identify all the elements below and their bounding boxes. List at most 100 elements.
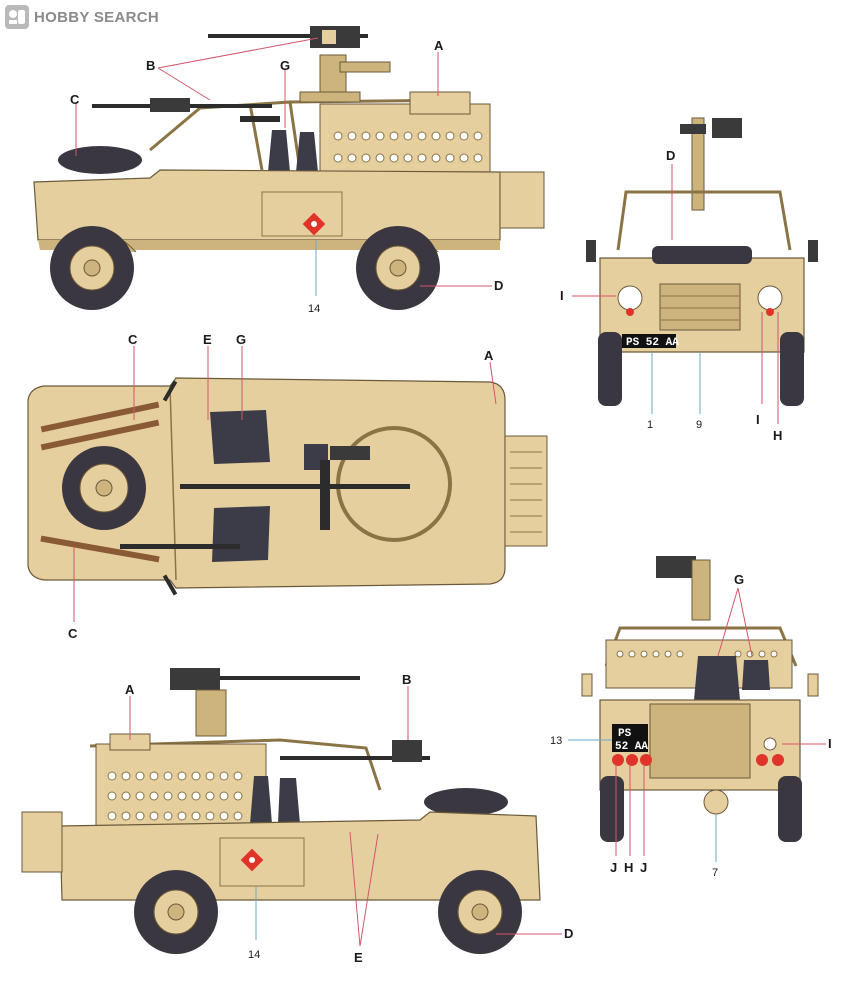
seat (278, 778, 300, 824)
antenna (162, 574, 178, 596)
callout-9-front: 9 (696, 419, 702, 431)
rear-wheel-right (778, 776, 802, 842)
hobby-search-logo-icon (5, 5, 29, 29)
antenna (162, 380, 178, 402)
stowage-straps (40, 401, 160, 563)
heavy-machine-gun-right (170, 668, 360, 737)
center-gun (180, 484, 410, 489)
front-view: PS 52 AA D I 1 9 I H (560, 117, 818, 443)
leader-lines (129, 686, 562, 947)
side-view-right: A B E D 14 (21, 668, 573, 965)
front-cage (616, 190, 792, 251)
headlight-left (617, 285, 643, 311)
rear-light-3 (640, 754, 652, 766)
seat (296, 132, 318, 172)
indicator-left (626, 308, 634, 316)
rear-light-5 (756, 754, 768, 766)
callout-I2-front: I (756, 412, 760, 427)
gun-post (691, 117, 705, 211)
rear-seat-right (742, 660, 770, 690)
turret-gun-body (330, 446, 370, 460)
leader-lines-blue (651, 352, 701, 414)
callout-1-front: 1 (647, 419, 653, 431)
callout-14-right: 14 (248, 949, 260, 961)
front-machine-gun-right (280, 756, 430, 760)
front-wheel-left (598, 332, 622, 406)
door-panel-right (219, 837, 305, 887)
mirror-left (586, 240, 596, 262)
rear-light-6 (772, 754, 784, 766)
rear-plate (612, 724, 648, 752)
rear-wheel (356, 226, 440, 310)
callout-D: D (494, 278, 503, 293)
callout-E-right: E (354, 950, 363, 965)
callout-C2-top: C (68, 626, 78, 641)
callout-D-front: D (666, 148, 675, 163)
callout-G: G (280, 58, 290, 73)
front-wheel (50, 226, 134, 310)
callout-7-rear: 7 (712, 867, 718, 879)
front-gun-body-right (392, 740, 422, 762)
rear-plate-bottom: 52 AA (615, 741, 648, 753)
seat (268, 130, 290, 172)
rear-gun-post (691, 559, 711, 621)
front-grill (659, 283, 741, 331)
seat-top-left (210, 410, 270, 464)
leader-lines (73, 346, 497, 622)
callout-A: A (434, 38, 444, 53)
callout-D-right: D (564, 926, 573, 941)
callout-G-top: G (236, 332, 246, 347)
rear-box (499, 171, 545, 229)
watermark: HOBBY SEARCH (4, 4, 159, 30)
gun-body (680, 124, 706, 134)
rear-stowage-rack (319, 91, 491, 177)
callout-C: C (70, 92, 80, 107)
callout-H-front: H (773, 428, 782, 443)
callout-A-right: A (125, 682, 135, 697)
top-gun-mount (299, 54, 391, 103)
headlight-right (757, 285, 783, 311)
callout-B-right: B (402, 672, 411, 687)
gun-box (712, 118, 742, 138)
callout-A-top: A (484, 348, 494, 363)
front-wheel-right (780, 332, 804, 406)
front-rack (504, 435, 548, 547)
callout-E-top: E (203, 332, 212, 347)
callout-I-rear: I (828, 736, 832, 751)
side-view-left: A B C G D 14 (33, 26, 545, 315)
front-wheel-right (438, 870, 522, 954)
leader-lines (572, 164, 779, 424)
spare-tire (58, 146, 142, 174)
spare-tire-top (62, 446, 146, 530)
rear-light-4 (763, 737, 777, 751)
rear-wheel-right (134, 870, 218, 954)
rear-view: PS 52 AA (550, 556, 832, 879)
callout-C-top: C (128, 332, 138, 347)
rear-mirror-right (807, 673, 819, 697)
rear-seat-center (694, 656, 740, 700)
callout-J1-rear: J (610, 860, 617, 875)
rear-light-2 (626, 754, 638, 766)
watermark-text: HOBBY SEARCH (34, 8, 160, 26)
callout-13-rear: 13 (550, 735, 562, 747)
top-view: C E G A C (27, 332, 548, 641)
leader-lines (75, 37, 492, 287)
heavy-machine-gun (208, 26, 368, 48)
callout-14: 14 (308, 303, 320, 315)
callout-G-rear: G (734, 572, 744, 587)
rear-wheel-left (600, 776, 624, 842)
front-plate (622, 334, 676, 348)
front-machine-gun (92, 98, 280, 122)
side-gun (120, 544, 240, 549)
callout-I-front: I (560, 288, 564, 303)
turret-gun-barrel (320, 460, 330, 530)
callout-H-rear: H (624, 860, 633, 875)
rear-plate-top: PS (618, 728, 632, 740)
seat (250, 776, 272, 824)
front-plate-text: PS 52 AA (626, 337, 679, 349)
rear-light-1 (612, 754, 624, 766)
callout-J2-rear: J (640, 860, 647, 875)
spare-tire-right (424, 788, 508, 816)
